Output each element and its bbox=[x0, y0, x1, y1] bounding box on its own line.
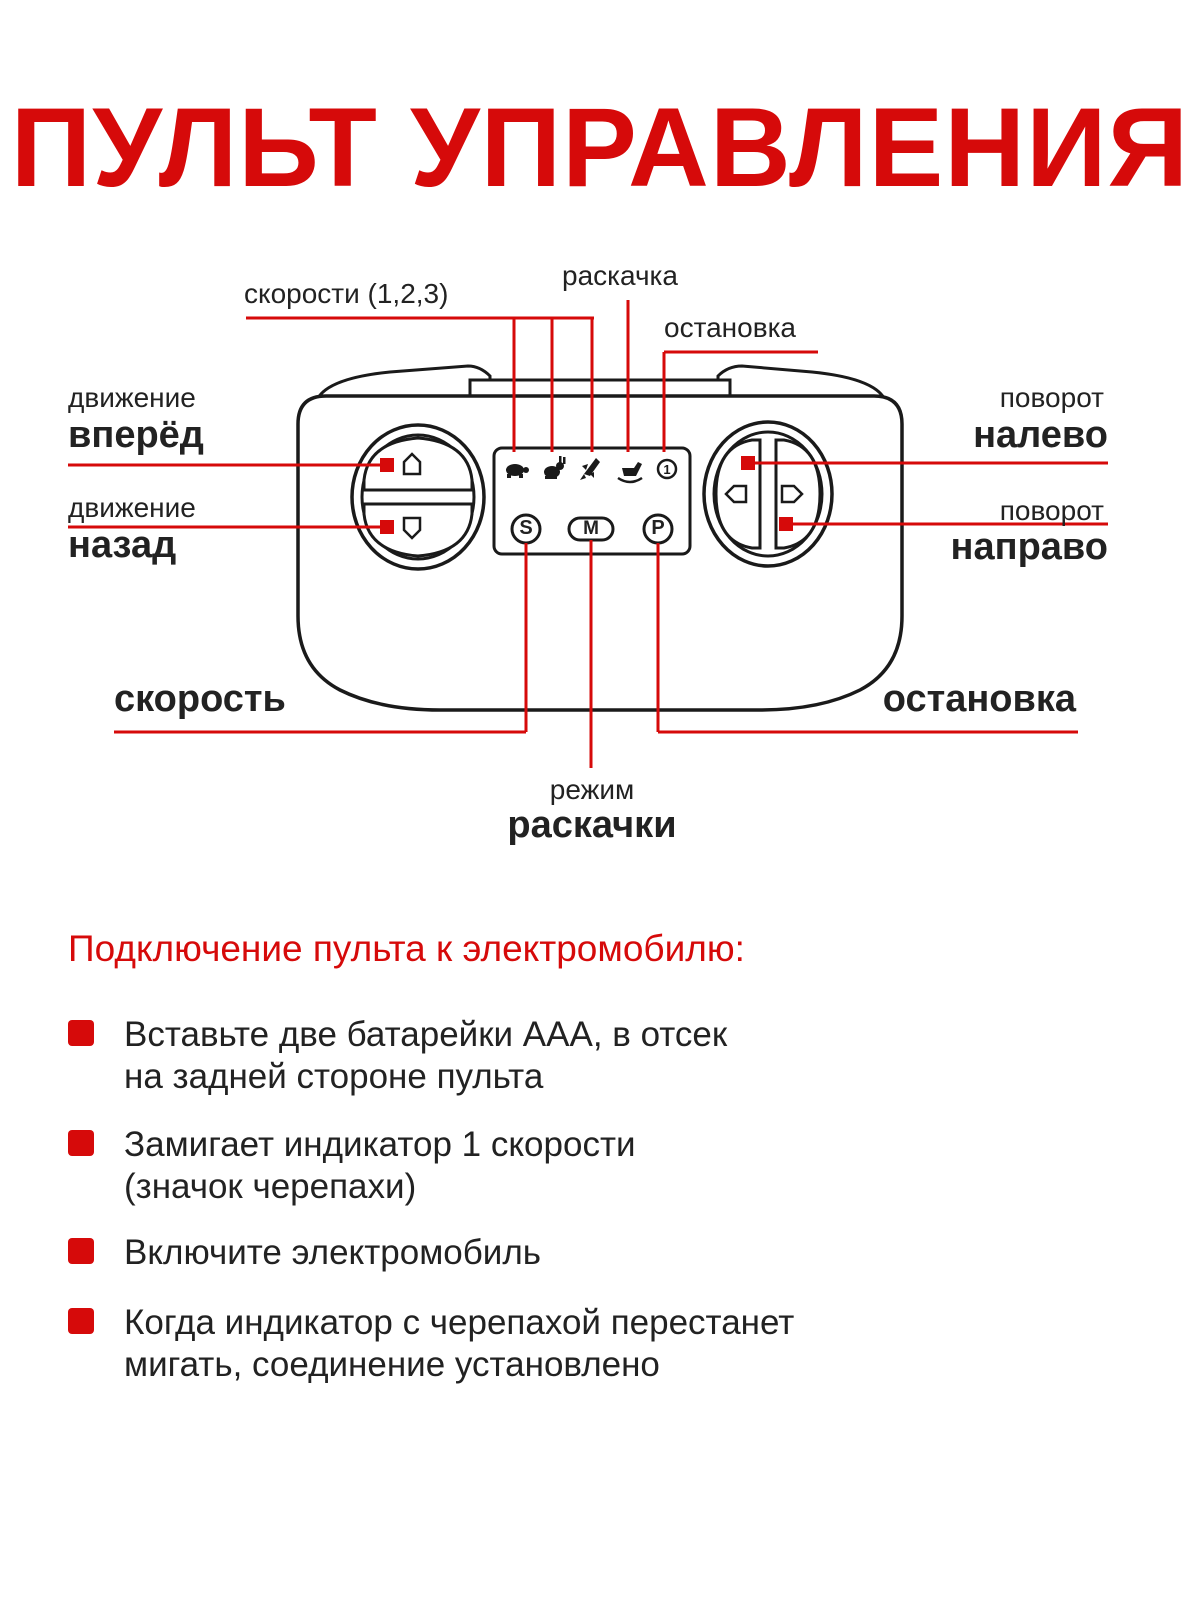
left-turn-small-label: поворот bbox=[999, 382, 1104, 413]
step-text: Когда индикатор с черепахой перестанет м… bbox=[124, 1303, 795, 1384]
bullet-icon bbox=[68, 1308, 94, 1334]
bullet-icon bbox=[68, 1130, 94, 1156]
bullet-icon bbox=[68, 1020, 94, 1046]
rocket-icon bbox=[580, 458, 600, 480]
right-turn-big-label: направо bbox=[950, 526, 1108, 568]
speeds-label: скорости (1,2,3) bbox=[244, 278, 449, 309]
stop-top-label: остановка bbox=[664, 312, 797, 343]
right-turn-small-label: поворот bbox=[999, 495, 1104, 526]
remote-diagram: 1 bbox=[68, 300, 1108, 768]
step-text: Включите электромобиль bbox=[124, 1233, 541, 1272]
rocking-horse-icon bbox=[617, 462, 643, 484]
mode-small-label: режим bbox=[549, 774, 635, 805]
step-text: Вставьте две батарейки ААА, в отсек на з… bbox=[124, 1015, 728, 1096]
backward-small-label: движение bbox=[68, 492, 196, 523]
stop-bottom-label: остановка bbox=[882, 678, 1076, 720]
power-icon: 1 bbox=[656, 458, 678, 480]
mode-big-label: раскачки bbox=[507, 804, 677, 846]
left-turn-big-label: налево bbox=[973, 414, 1108, 456]
connection-title: Подключение пульта к электромобилю: bbox=[68, 928, 745, 969]
page-title: ПУЛЬТ УПРАВЛЕНИЯ bbox=[10, 85, 1190, 210]
turtle-icon bbox=[506, 464, 529, 478]
speed-bottom-label: скорость bbox=[114, 678, 286, 720]
backward-big-label: назад bbox=[68, 524, 177, 566]
left-dpad bbox=[350, 423, 486, 571]
forward-small-label: движение bbox=[68, 382, 196, 413]
pause-button-label: P bbox=[651, 517, 665, 539]
step-text: Замигает индикатор 1 скорости (значок че… bbox=[124, 1125, 636, 1206]
bullet-icon bbox=[68, 1238, 94, 1264]
mode-button-label: M bbox=[583, 518, 599, 539]
rabbit-icon bbox=[544, 456, 566, 479]
callout-dots bbox=[380, 456, 793, 534]
right-dpad bbox=[702, 420, 834, 568]
swing-label: раскачка bbox=[562, 260, 678, 291]
forward-big-label: вперёд bbox=[68, 414, 204, 456]
speed-button-label: S bbox=[519, 517, 533, 539]
svg-text:1: 1 bbox=[663, 462, 670, 477]
callout-lines bbox=[68, 300, 1108, 768]
